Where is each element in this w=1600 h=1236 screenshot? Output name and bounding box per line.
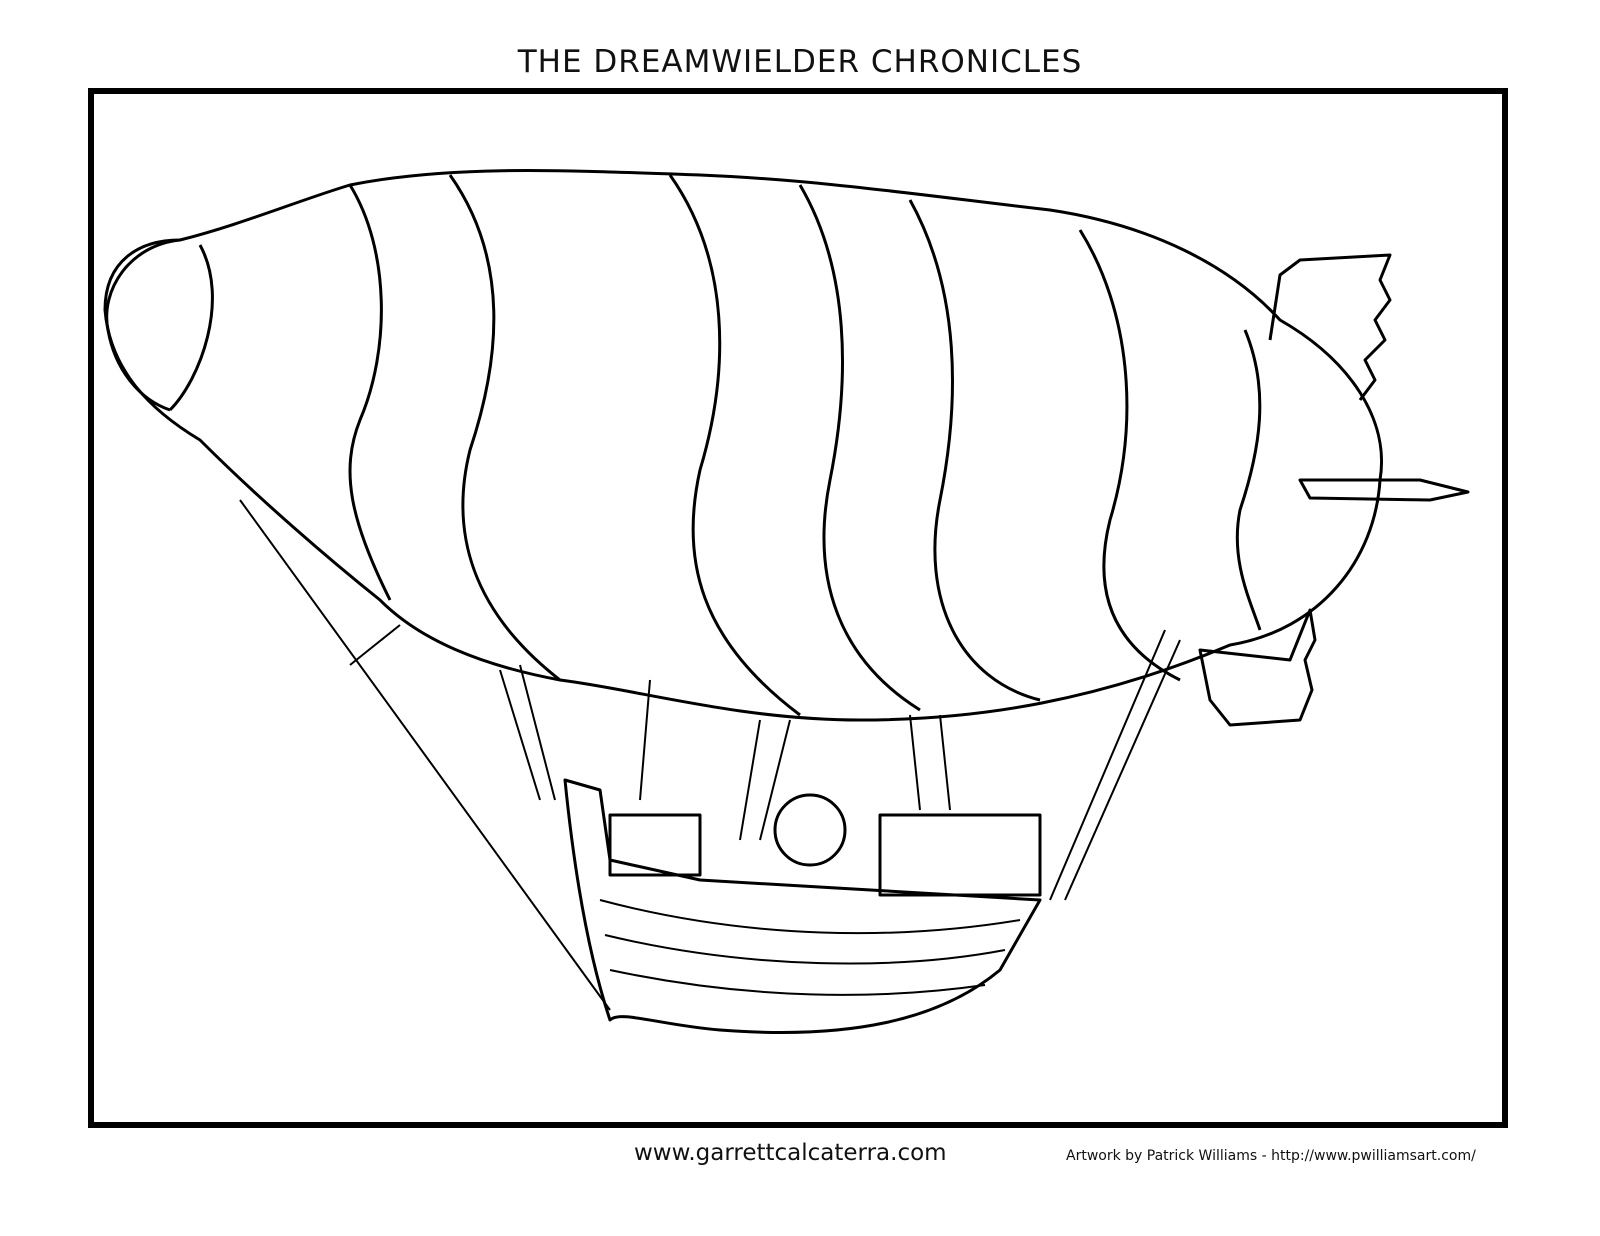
ship-hull bbox=[563, 778, 1042, 1034]
boiler-dome bbox=[773, 793, 847, 867]
website-link[interactable]: www.garrettcalcaterra.com bbox=[634, 1140, 947, 1166]
airship-illustration bbox=[103, 169, 1470, 1034]
side-fin bbox=[1298, 478, 1470, 502]
engine-box bbox=[608, 813, 702, 877]
artwork-credit: Artwork by Patrick Williams - http://www… bbox=[1066, 1148, 1476, 1164]
balloon-segments bbox=[348, 174, 1262, 717]
top-fin bbox=[1268, 253, 1392, 401]
deck-cabin bbox=[878, 813, 1042, 897]
bottom-fin bbox=[1198, 608, 1317, 727]
rigging-lines bbox=[239, 499, 1181, 1011]
illustration-frame bbox=[88, 88, 1508, 1128]
balloon-nose bbox=[105, 238, 214, 412]
hull-planks bbox=[599, 899, 1021, 996]
balloon-envelope bbox=[103, 169, 1383, 722]
page-title: THE DREAMWIELDER CHRONICLES bbox=[517, 44, 1083, 80]
